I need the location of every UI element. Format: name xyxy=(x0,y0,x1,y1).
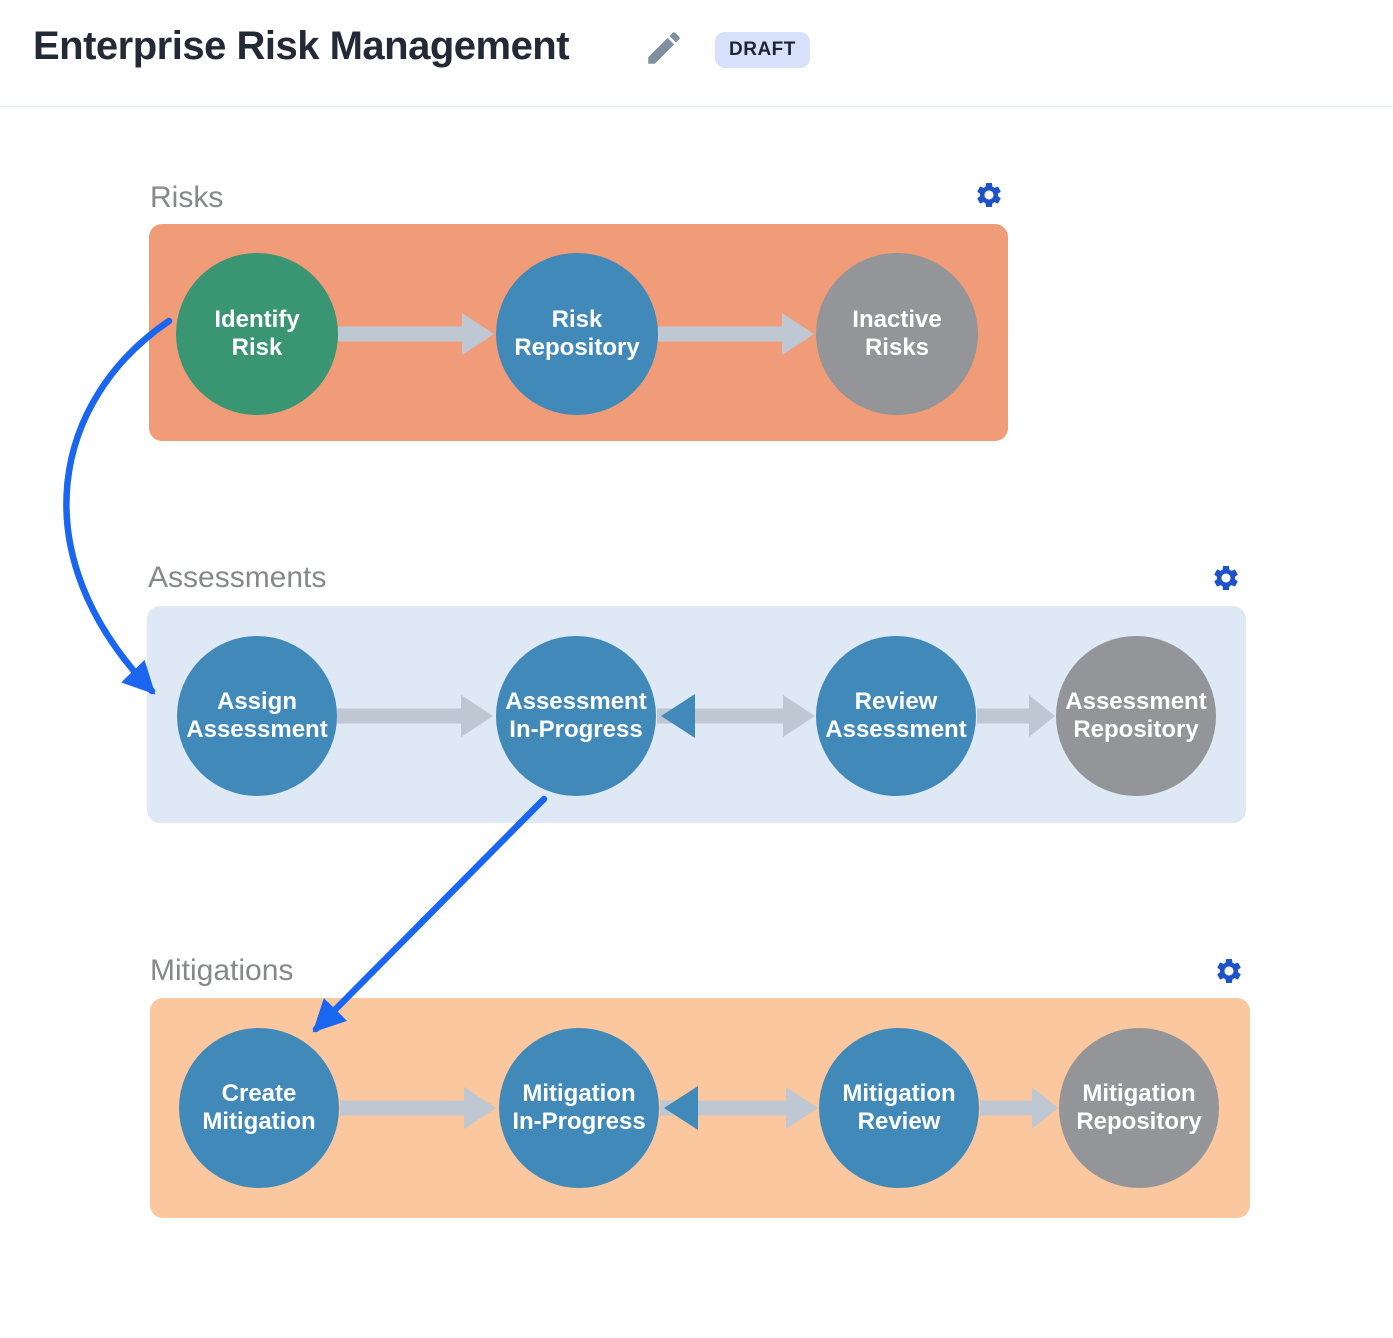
gear-icon xyxy=(1214,959,1244,989)
arrow-assign-to-inprogress xyxy=(337,695,493,737)
arrow-inprogress-review-bidirectional xyxy=(660,1086,818,1130)
node-identify-risk[interactable]: Identify Risk xyxy=(176,253,338,415)
mitigations-flow-arrows xyxy=(340,1086,1058,1130)
node-label: Assign Assessment xyxy=(186,688,328,743)
mitigations-panel: Create Mitigation Mitigation In-Progress… xyxy=(150,998,1250,1218)
node-label: Mitigation Repository xyxy=(1076,1080,1202,1135)
node-inactive-risks[interactable]: Inactive Risks xyxy=(816,253,978,415)
section-label-mitigations: Mitigations xyxy=(150,954,294,987)
connector-assessment-to-mitigation xyxy=(312,795,548,1033)
node-label: Assessment Repository xyxy=(1065,688,1207,743)
node-create-mitigation[interactable]: Create Mitigation xyxy=(179,1028,339,1188)
arrow-repository-to-inactive xyxy=(658,313,814,355)
section-label-assessments: Assessments xyxy=(148,561,327,594)
node-label: Review Assessment xyxy=(825,688,967,743)
risks-panel: Identify Risk Risk Repository Inactive R… xyxy=(149,224,1008,441)
mitigations-settings-button[interactable] xyxy=(1214,956,1244,986)
edit-title-button[interactable] xyxy=(643,27,685,69)
gear-icon xyxy=(974,183,1004,213)
status-badge: DRAFT xyxy=(715,32,810,68)
assessments-settings-button[interactable] xyxy=(1211,563,1241,593)
node-mitigation-repository[interactable]: Mitigation Repository xyxy=(1059,1028,1219,1188)
node-label: Mitigation In-Progress xyxy=(512,1080,646,1135)
assessments-panel: Assign Assessment Assessment In-Progress… xyxy=(147,606,1246,823)
arrow-inprogress-review-bidirectional xyxy=(657,694,815,738)
risks-flow-arrows xyxy=(338,313,814,355)
node-mitigation-review[interactable]: Mitigation Review xyxy=(819,1028,979,1188)
node-label: Create Mitigation xyxy=(202,1080,316,1135)
section-label-risks: Risks xyxy=(150,181,224,214)
node-assign-assessment[interactable]: Assign Assessment xyxy=(177,636,337,796)
node-review-assessment[interactable]: Review Assessment xyxy=(816,636,976,796)
arrow-review-to-repository xyxy=(980,1087,1058,1129)
node-risk-repository[interactable]: Risk Repository xyxy=(496,253,658,415)
risks-settings-button[interactable] xyxy=(974,180,1004,210)
node-assessment-repository[interactable]: Assessment Repository xyxy=(1056,636,1216,796)
gear-icon xyxy=(1211,566,1241,596)
node-label: Risk Repository xyxy=(514,306,640,361)
arrow-review-to-repository xyxy=(977,695,1055,737)
node-label: Inactive Risks xyxy=(852,306,942,361)
arrow-identify-to-repository xyxy=(338,313,494,355)
node-assessment-in-progress[interactable]: Assessment In-Progress xyxy=(496,636,656,796)
node-label: Mitigation Review xyxy=(842,1080,956,1135)
page-title: Enterprise Risk Management xyxy=(33,24,570,68)
arrow-create-to-inprogress xyxy=(340,1087,496,1129)
assessments-flow-arrows xyxy=(337,694,1055,738)
page-header: Enterprise Risk Management DRAFT xyxy=(0,0,1393,107)
node-label: Assessment In-Progress xyxy=(505,688,647,743)
pencil-icon xyxy=(643,32,685,72)
node-mitigation-in-progress[interactable]: Mitigation In-Progress xyxy=(499,1028,659,1188)
node-label: Identify Risk xyxy=(214,306,300,361)
